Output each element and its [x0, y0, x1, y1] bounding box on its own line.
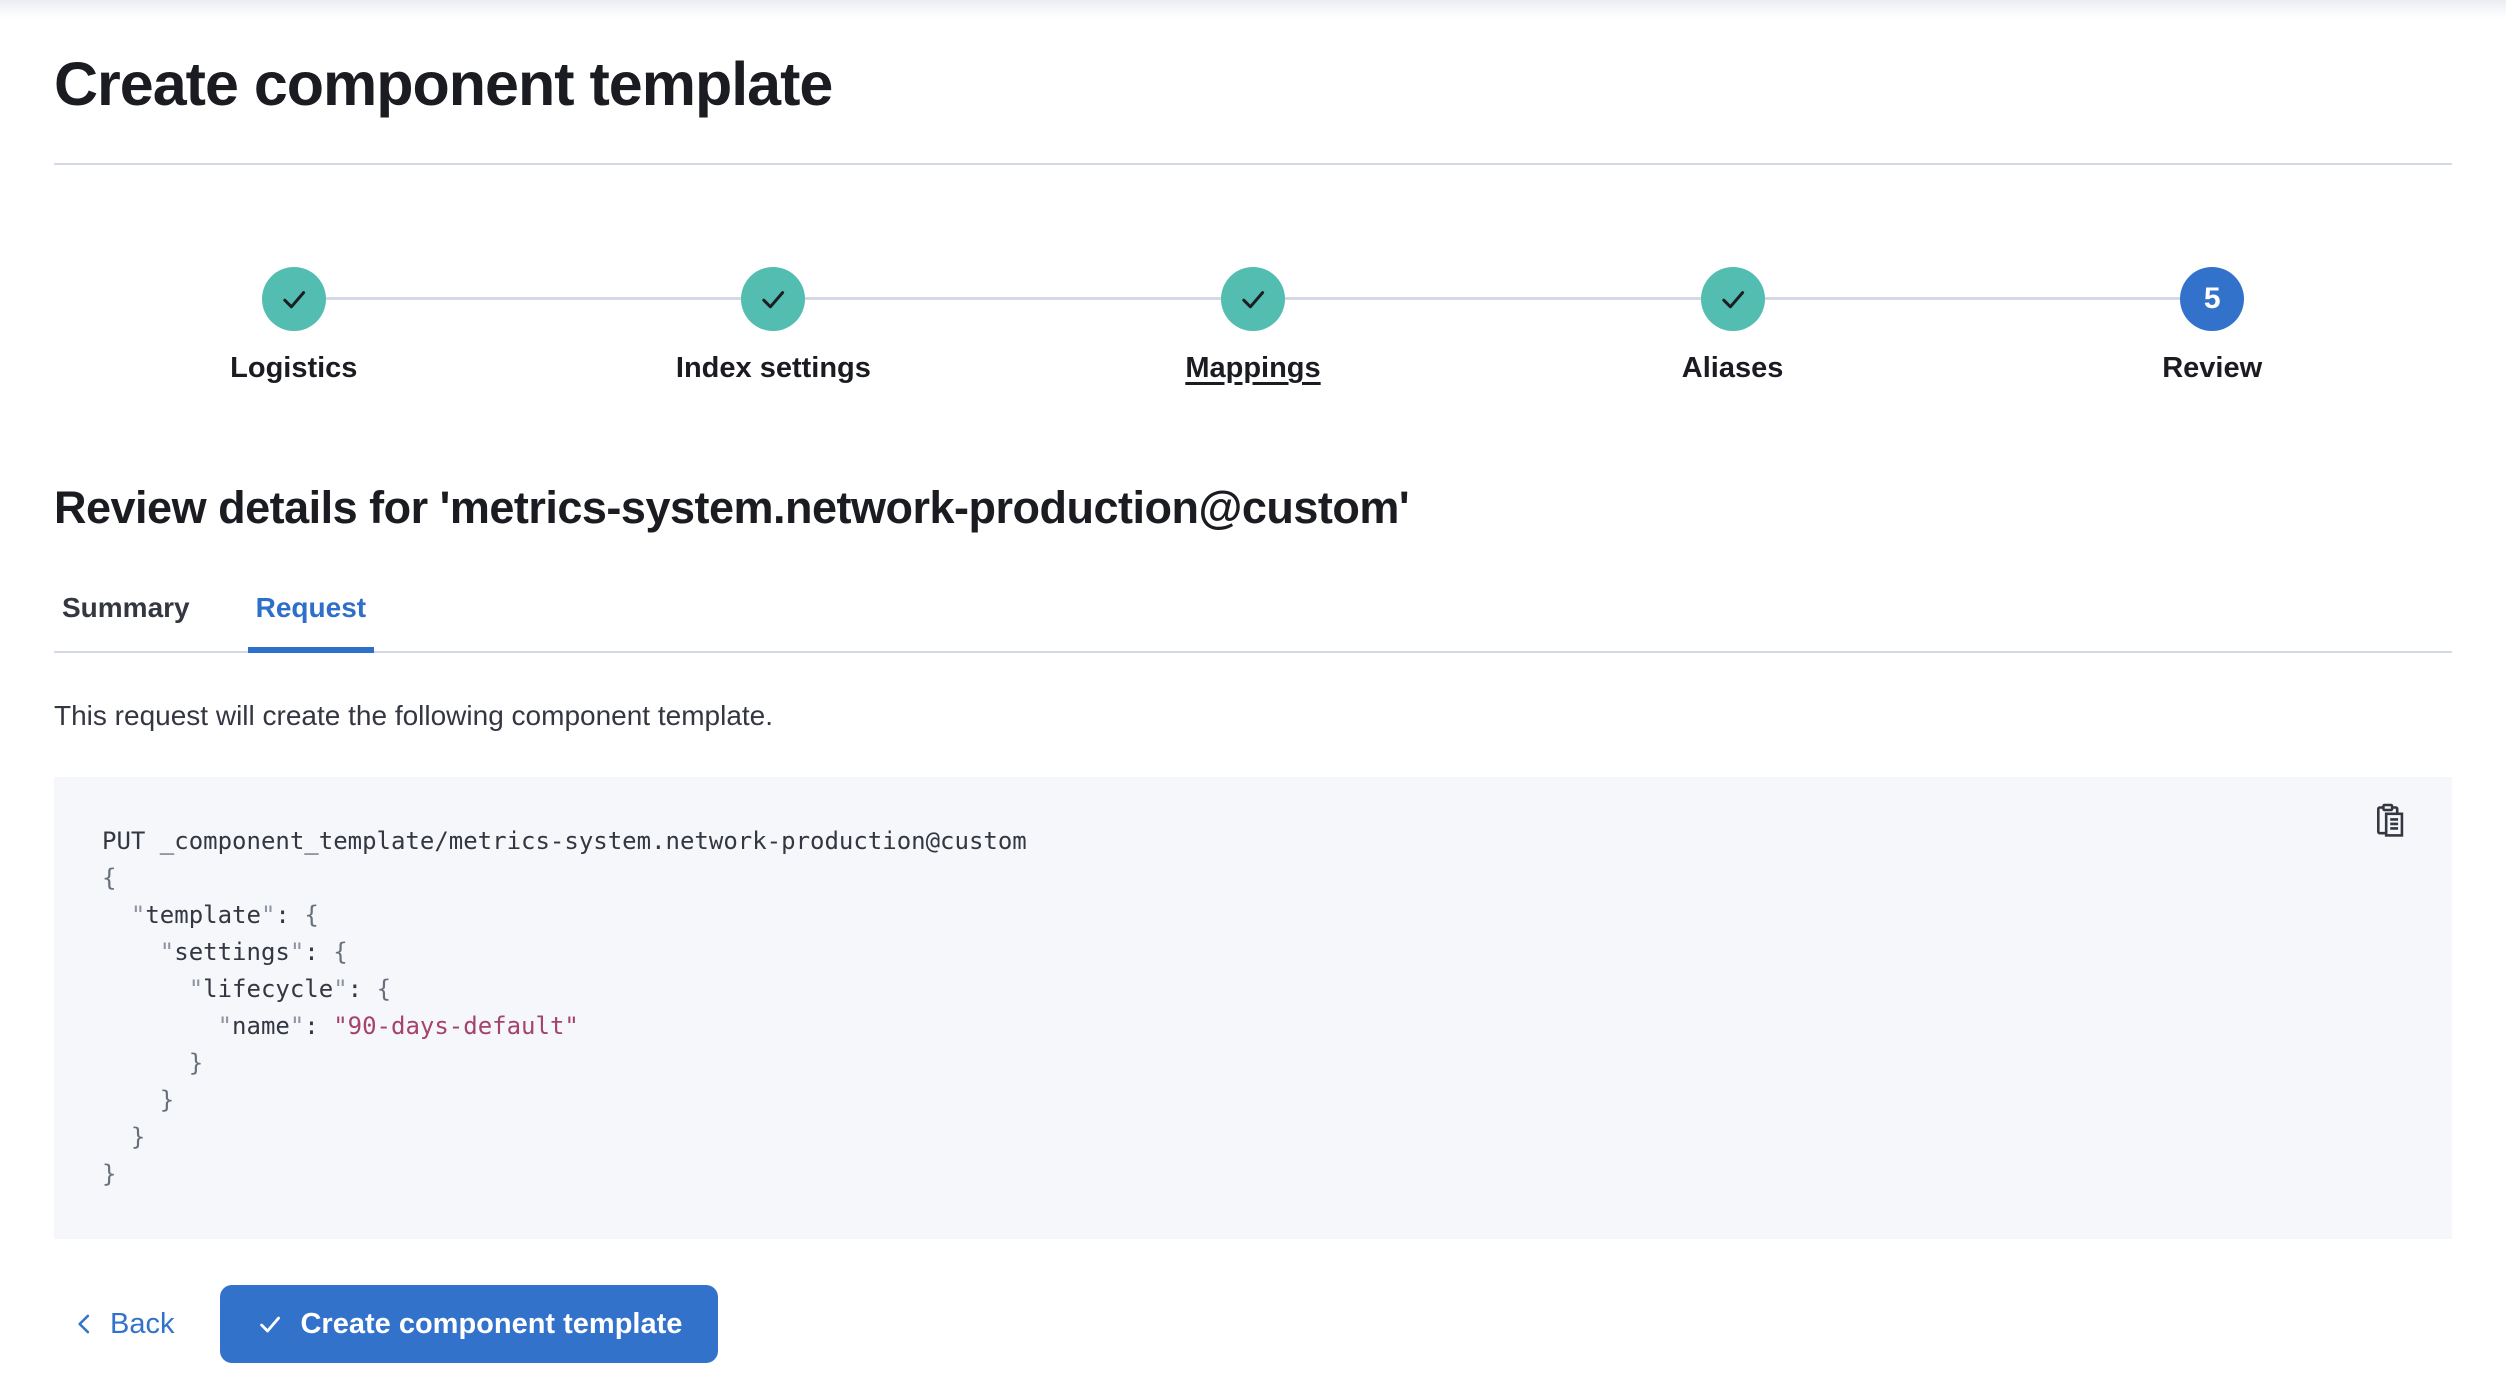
step-mappings[interactable]: Mappings	[1013, 267, 1493, 385]
tab-request[interactable]: Request	[247, 591, 375, 653]
step-label: Review	[2162, 352, 2263, 384]
create-button-label: Create component template	[300, 1307, 683, 1340]
request-description: This request will create the following c…	[54, 700, 774, 731]
step-complete-circle	[1700, 267, 1765, 331]
code-line: }	[102, 1086, 175, 1114]
review-tabs: Summary Request	[54, 591, 2452, 653]
code-line: "settings": {	[159, 938, 348, 966]
review-heading: Review details for 'metrics-system.netwo…	[54, 482, 1410, 533]
step-label: Aliases	[1681, 352, 1784, 384]
step-logistics[interactable]: Logistics	[54, 267, 534, 385]
step-complete-circle	[741, 267, 806, 331]
page-title: Create component template	[54, 50, 833, 118]
chevron-left-icon	[72, 1312, 96, 1336]
request-code-block: PUT _component_template/metrics-system.n…	[54, 777, 2452, 1239]
step-complete-circle	[261, 267, 326, 331]
step-complete-circle	[1220, 267, 1285, 331]
request-code: PUT _component_template/metrics-system.n…	[102, 823, 2332, 1193]
code-line: PUT _component_template/metrics-system.n…	[102, 827, 1027, 855]
page-top-shadow	[0, 0, 2506, 22]
tab-summary[interactable]: Summary	[54, 591, 198, 653]
step-label: Logistics	[230, 352, 358, 384]
check-icon	[278, 283, 310, 315]
step-aliases[interactable]: Aliases	[1493, 267, 1973, 385]
create-component-template-button[interactable]: Create component template	[220, 1285, 719, 1363]
step-label: Mappings	[1185, 352, 1321, 384]
step-label: Index settings	[675, 352, 871, 384]
title-divider	[54, 163, 2452, 165]
code-line: }	[102, 1049, 204, 1077]
code-line: }	[102, 1123, 146, 1151]
create-component-template-page: Create component template Logistics Index…	[0, 48, 2506, 1363]
code-line: "template": {	[130, 901, 319, 929]
code-line: "name": "90-days-default"	[217, 1012, 579, 1040]
check-icon	[1717, 283, 1749, 315]
check-icon	[1237, 283, 1269, 315]
wizard-footer: Back Create component template	[54, 1285, 2452, 1363]
step-number: 5	[2203, 282, 2221, 315]
check-icon	[256, 1310, 284, 1338]
step-index-settings[interactable]: Index settings	[534, 267, 1014, 385]
copy-button[interactable]	[2368, 799, 2412, 843]
back-button[interactable]: Back	[54, 1285, 192, 1363]
code-line: {	[102, 864, 117, 892]
code-line: }	[102, 1160, 117, 1188]
copy-clipboard-icon	[2372, 803, 2408, 839]
code-line: "lifecycle": {	[188, 975, 392, 1003]
step-number-circle: 5	[2180, 267, 2245, 331]
check-icon	[757, 283, 789, 315]
back-button-label: Back	[110, 1307, 175, 1340]
